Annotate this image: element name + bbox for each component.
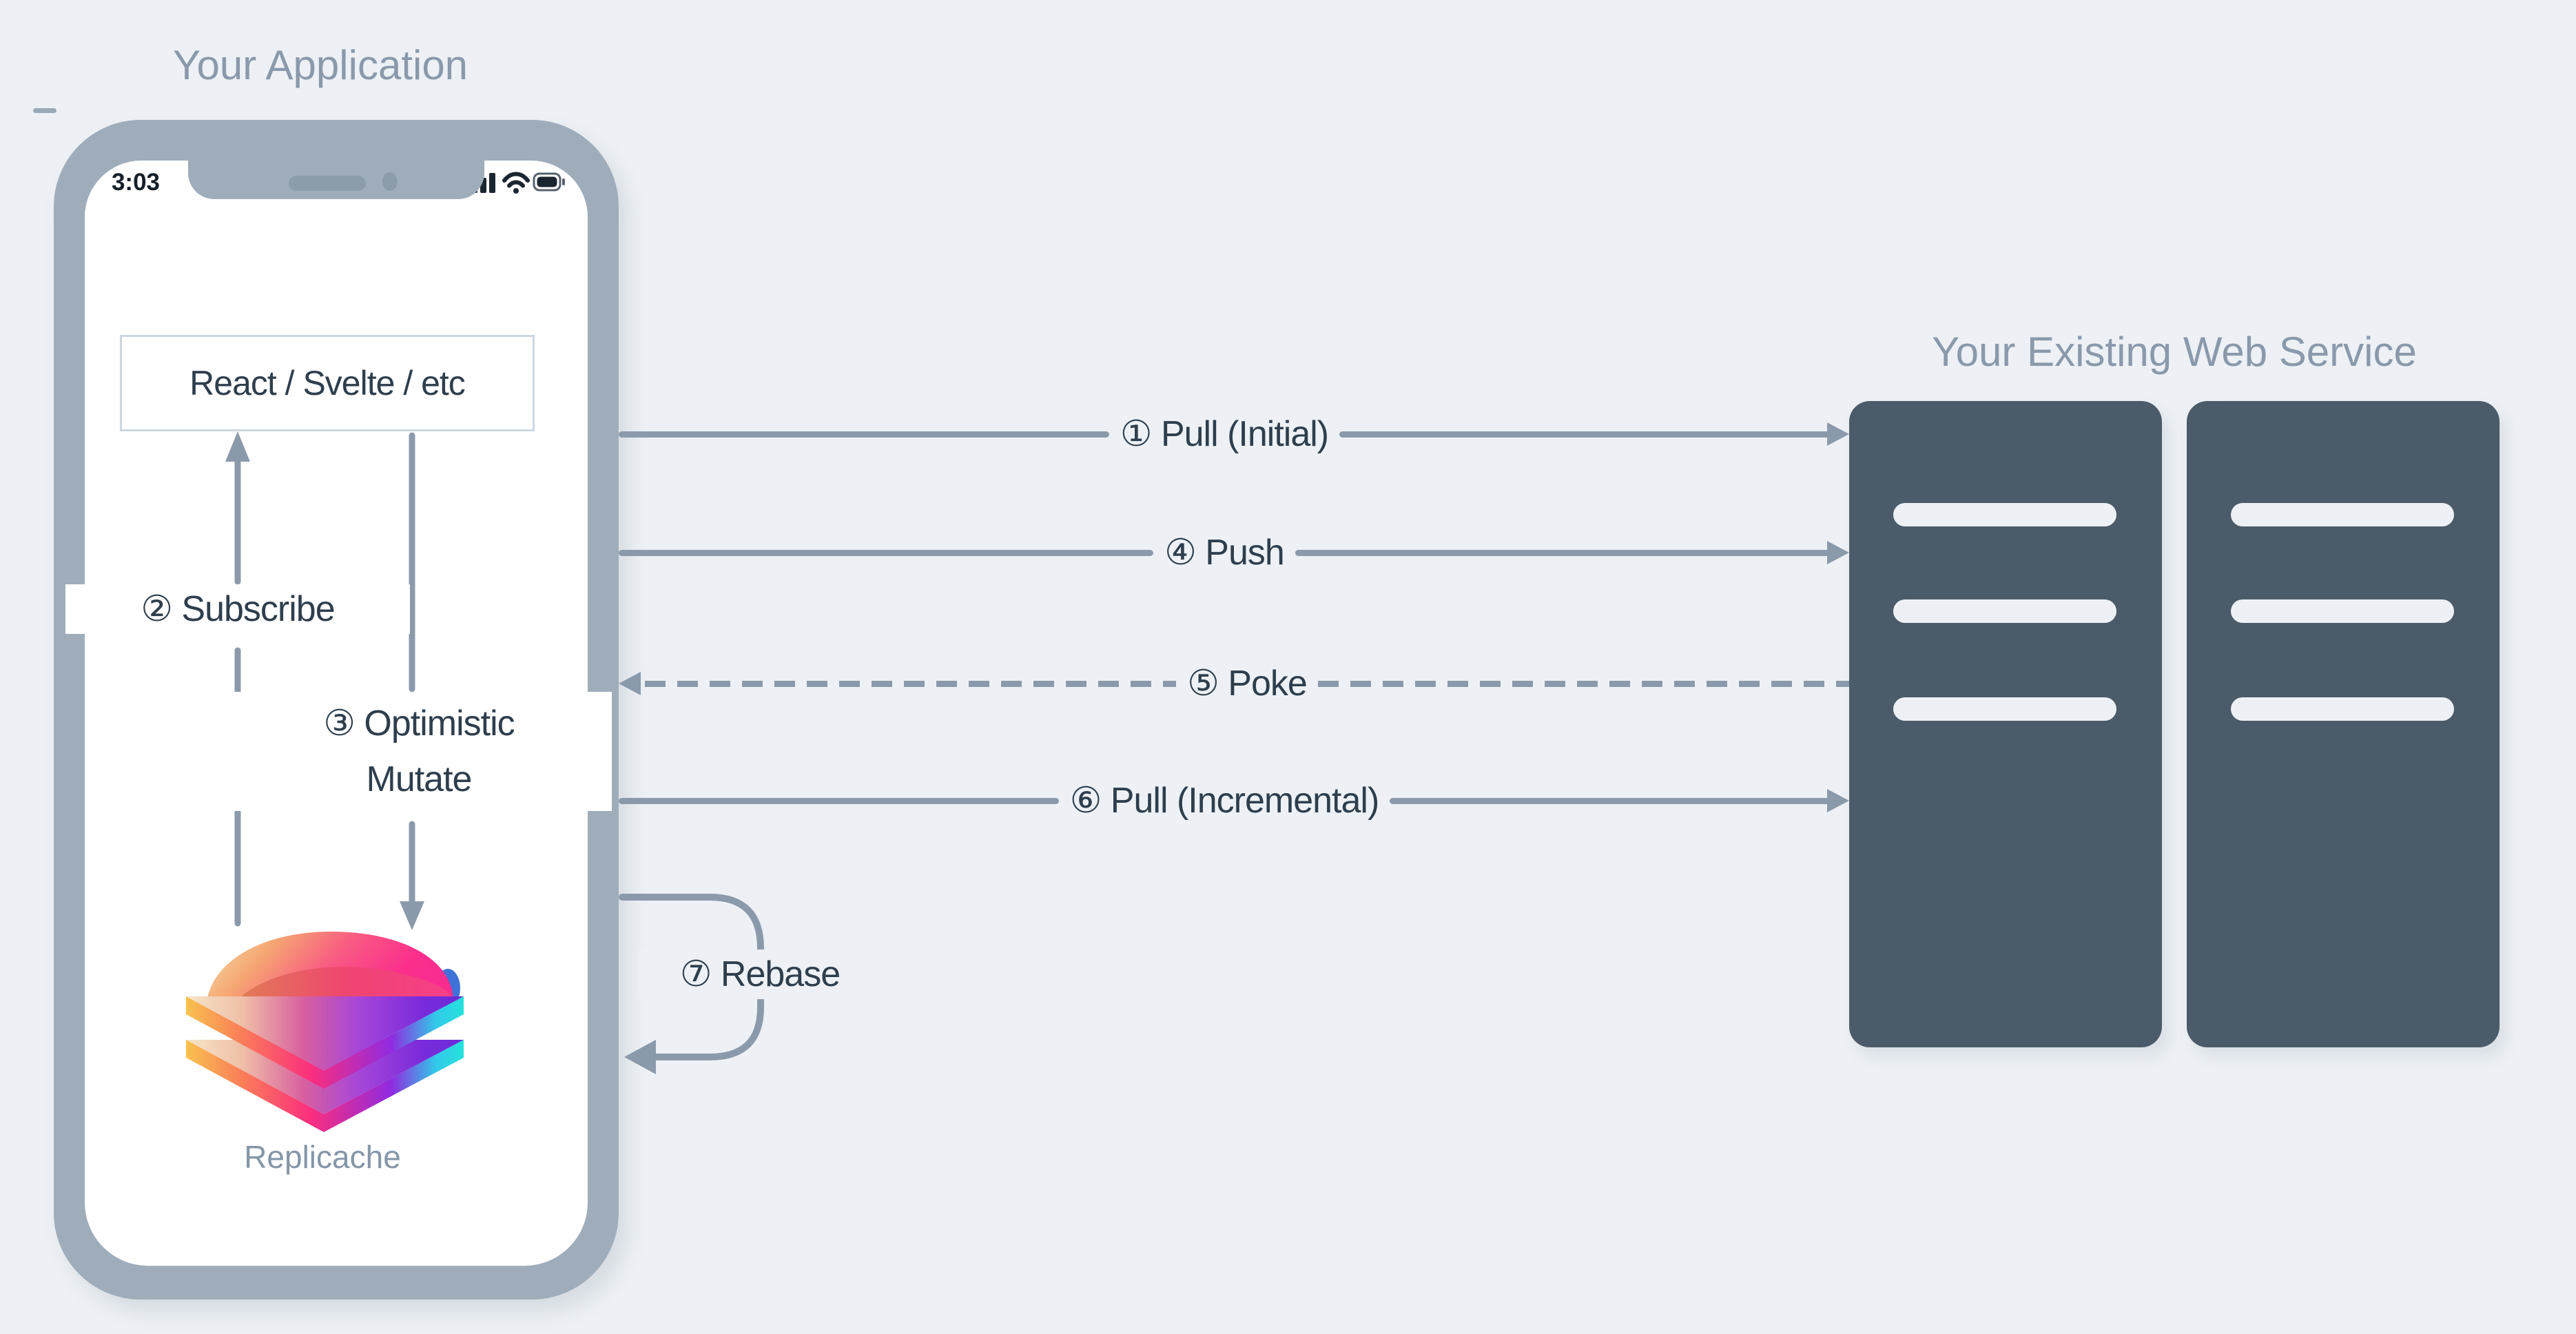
replicache-logo: [178, 925, 467, 1138]
flow-pull-incremental-label: ⑥ Pull (Incremental): [1069, 781, 1380, 821]
flow-poke: ⑤ Poke: [619, 659, 1849, 708]
flow-pull-incremental: ⑥ Pull (Incremental): [619, 776, 1850, 825]
framework-box: React / Svelte / etc: [120, 335, 535, 431]
battery-icon: [533, 172, 565, 192]
flow-dashed-line: [1317, 680, 1849, 687]
left-arrowhead-icon: [619, 672, 641, 695]
flow-dashed-line: [645, 680, 1177, 687]
server-tower-right: [2187, 401, 2500, 1047]
status-time: 3:03: [111, 169, 161, 196]
phone-notch: [188, 161, 484, 199]
web-service-title: Your Existing Web Service: [1932, 329, 2417, 375]
rebase-label: ⑦ Rebase: [639, 950, 880, 999]
optimistic-mutate-label: ③ Optimistic Mutate: [226, 692, 612, 812]
flow-line: [619, 549, 1154, 556]
flow-push-label: ④ Push: [1164, 533, 1285, 573]
server-slot: [1893, 697, 2116, 721]
flow-pull-initial: ① Pull (Initial): [619, 409, 1849, 459]
server-tower-left: [1849, 401, 2162, 1047]
camera-icon: [382, 172, 398, 191]
flow-line: [1339, 431, 1830, 438]
server-slot: [2231, 697, 2454, 721]
right-arrowhead-icon: [1827, 789, 1850, 812]
flow-pull-initial-label: ① Pull (Initial): [1120, 414, 1329, 454]
rebase-bracket-bottom: [651, 997, 764, 1060]
flow-line: [619, 797, 1059, 804]
application-title: Your Application: [172, 42, 468, 88]
flow-line: [619, 431, 1109, 438]
speaker-icon: [289, 176, 366, 191]
optimistic-mutate-line2: Mutate: [366, 759, 473, 799]
right-arrowhead-icon: [1827, 422, 1849, 446]
optimistic-mutate-line1: ③ Optimistic: [323, 704, 515, 743]
flow-line: [1390, 797, 1831, 804]
flow-push: ④ Push: [619, 528, 1849, 577]
framework-box-label: React / Svelte / etc: [189, 364, 466, 402]
server-slot: [2231, 503, 2454, 526]
right-arrowhead-icon: [1827, 541, 1849, 564]
wifi-icon: [502, 172, 530, 194]
subscribe-label: ② Subscribe: [65, 584, 410, 634]
server-slot: [1893, 599, 2116, 623]
rebase-bracket-top: [619, 894, 764, 956]
server-slot: [2231, 599, 2454, 623]
server-slot: [1893, 503, 2116, 526]
rebase-arrowhead-icon: [624, 1040, 656, 1074]
flow-line: [1295, 549, 1830, 556]
replicache-label: Replicache: [244, 1139, 401, 1175]
logo-bowl: [241, 967, 453, 998]
stray-dash: [33, 108, 56, 113]
flow-poke-label: ⑤ Poke: [1187, 664, 1308, 704]
